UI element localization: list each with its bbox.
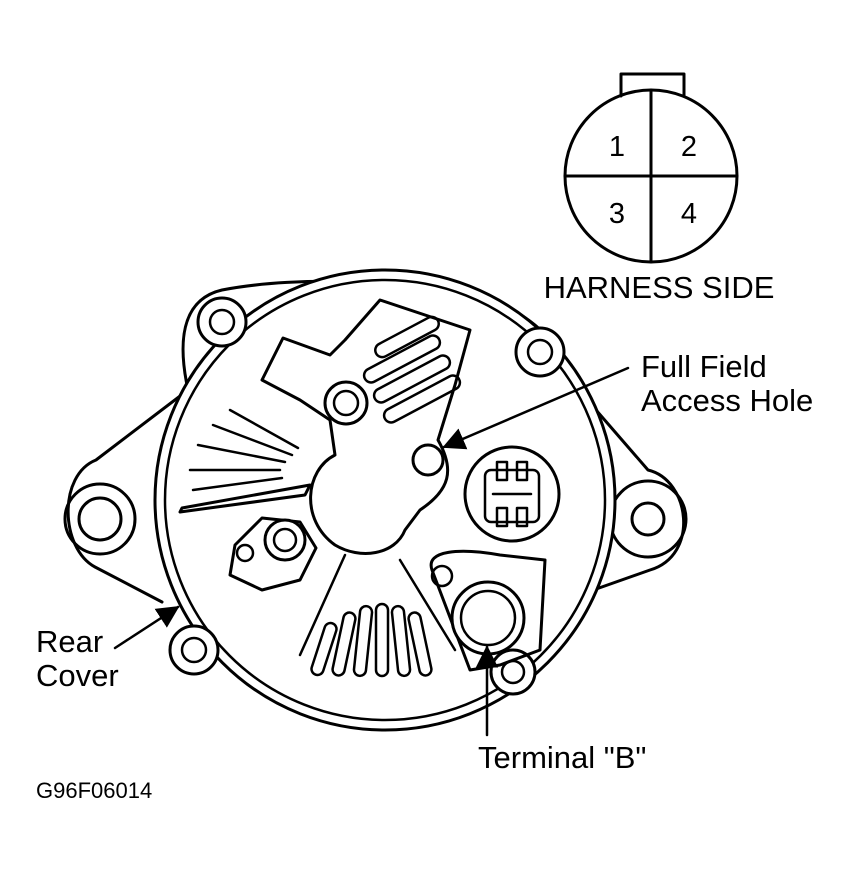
lower-left-small-hole <box>235 543 255 563</box>
vent-slots-bottom <box>310 602 433 678</box>
full-field-label-line2: Access Hole <box>641 383 813 418</box>
terminal-b-callout: Terminal "B" <box>475 645 646 775</box>
bolt-boss-bottom-left <box>168 624 220 676</box>
right-mount-ear <box>608 479 688 559</box>
full-field-label-line1: Full Field <box>641 349 767 384</box>
full-field-leader <box>442 366 630 450</box>
lower-left-screw-inner <box>272 527 298 553</box>
figure-id: G96F06014 <box>36 778 152 803</box>
pin-2-label: 2 <box>681 131 697 163</box>
bolt-boss-top-left <box>196 296 248 348</box>
bolt-boss-bottom-right <box>489 648 537 696</box>
lower-left-bracket <box>228 516 318 592</box>
rear-cover-inner <box>163 278 607 722</box>
regulator-plate <box>260 298 472 555</box>
rear-cover-label-line2: Cover <box>36 658 119 693</box>
harness-connector: 1 2 3 4 HARNESS SIDE <box>544 72 775 305</box>
terminal-b-outer <box>450 580 526 656</box>
lower-left-screw-outer <box>263 518 307 562</box>
left-mount-ear <box>63 482 137 556</box>
terminal-b-small-hole <box>430 564 454 588</box>
rear-cover-leader <box>113 605 180 650</box>
full-field-access-hole <box>411 443 445 477</box>
terminal-b-inner <box>459 589 517 647</box>
vent-slots-left <box>188 408 300 492</box>
bolt-boss-top-right <box>514 326 566 378</box>
full-field-callout: Full Field Access Hole <box>442 349 813 450</box>
rear-cover-connector <box>463 445 561 543</box>
rib-lower-right <box>398 558 457 652</box>
pin-1-label: 1 <box>609 131 625 163</box>
terminal-b-label: Terminal "B" <box>478 740 646 775</box>
alternator-rear-view <box>63 268 688 732</box>
vent-slots-top <box>362 315 462 424</box>
regulator-screw-outer <box>323 380 369 426</box>
harness-side-label: HARNESS SIDE <box>544 270 775 305</box>
left-mount-hole <box>77 496 123 542</box>
pin-3-label: 3 <box>609 198 625 230</box>
terminal-b-boss <box>429 549 547 672</box>
right-mount-hole <box>630 501 666 537</box>
rib-lower-left <box>298 553 347 657</box>
rear-cover-label-line1: Rear <box>36 624 103 659</box>
regulator-screw-inner <box>332 389 360 417</box>
rectifier-strap <box>178 483 312 514</box>
pin-4-label: 4 <box>681 198 697 230</box>
connector-key-tab <box>619 72 686 98</box>
rear-cover-callout: Rear Cover <box>36 605 180 693</box>
